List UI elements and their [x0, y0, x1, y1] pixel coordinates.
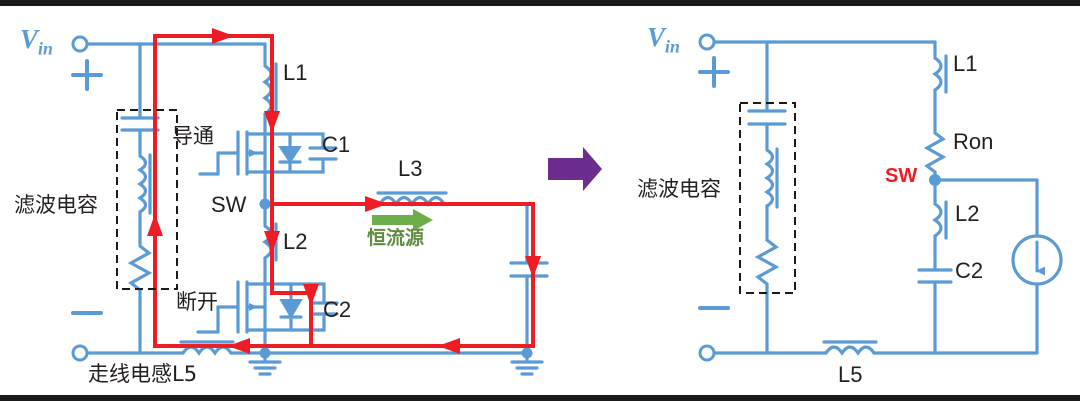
inductor-L2 [262, 224, 273, 260]
arrow-down-outcap [525, 256, 541, 278]
vin-minus-terminal [71, 344, 89, 362]
capacitor-C1 [288, 132, 338, 174]
r-inductor-L1 [932, 56, 943, 92]
green-arrow-glyph [372, 209, 433, 231]
arrow-down-L2 [264, 231, 280, 253]
transition-arrow-glyph [548, 147, 602, 191]
mosfet-low-side [196, 276, 267, 338]
polarity-marks-left [71, 59, 103, 315]
arrow-left-return [438, 338, 460, 354]
r-inductor-L2 [932, 202, 943, 238]
loop-segment-output-return [309, 202, 535, 348]
mosfet-high-side [198, 126, 267, 180]
current-direction-arrows [147, 28, 541, 354]
filter-cap-dashed-box-left [116, 109, 178, 290]
current-loop-path [153, 34, 535, 348]
arrow-down-L1 [264, 111, 280, 133]
polarity-marks-right [698, 56, 730, 310]
filter-cap-dashed-box-right [739, 102, 796, 294]
arrow-right-L3 [365, 196, 387, 212]
left-panel-wires [71, 35, 549, 376]
resistor-Ron [923, 131, 947, 174]
capacitor-C2 [289, 282, 339, 332]
rf-esr-resistor [754, 238, 780, 286]
ground-symbol-power [248, 351, 282, 376]
filtercap-esl-inductor [137, 154, 148, 214]
vin-plus-terminal [71, 35, 89, 53]
vin-plus-terminal-right [698, 33, 716, 51]
arrow-left-return-2 [228, 338, 250, 354]
loop-segment-upper [153, 34, 274, 346]
filtercap-esr-resistor [127, 244, 153, 292]
right-panel-wires [698, 33, 1063, 362]
rf-esl-inductor [764, 148, 775, 208]
inductor-L5-right [824, 345, 876, 356]
ground-symbol-output [510, 351, 544, 376]
circuit-canvas [71, 28, 1063, 376]
arrow-down-C2 [303, 284, 319, 306]
arrow-up-filtercap [147, 214, 163, 236]
vin-minus-terminal-right [698, 344, 716, 362]
constant-current-arrow [372, 209, 433, 231]
arrow-top-right [212, 28, 234, 44]
